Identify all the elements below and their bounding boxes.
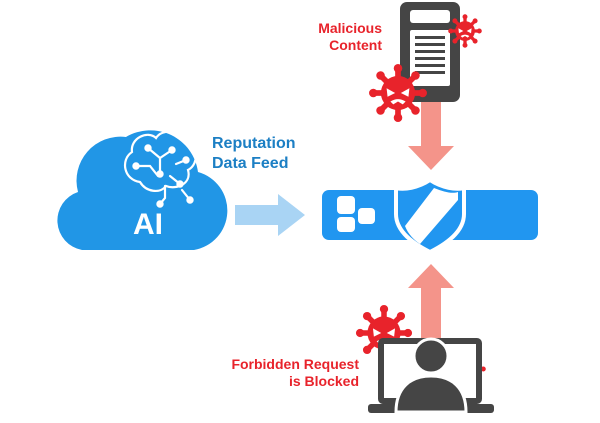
malicious-line-1: Malicious	[318, 20, 382, 36]
forbidden-line-1: Forbidden Request	[231, 356, 359, 372]
malicious-line-2: Content	[329, 37, 382, 54]
brain-circuit-icon	[123, 130, 197, 208]
forbidden-line-2: is Blocked	[288, 373, 359, 390]
virus-icon	[369, 64, 427, 122]
malicious-content-label: Malicious Content	[262, 20, 382, 54]
reputation-line-1: Reputation	[212, 135, 296, 152]
shield-icon	[394, 177, 466, 255]
forbidden-request-arrow	[408, 264, 454, 342]
ai-label: AI	[133, 208, 163, 241]
reputation-line-2: Data Feed	[212, 154, 289, 172]
reputation-feed-arrow	[235, 194, 305, 236]
virus-icon	[448, 14, 482, 48]
forbidden-request-label: Forbidden Request is Blocked	[180, 356, 359, 390]
reputation-feed-label: Reputation Data Feed	[212, 134, 332, 173]
user-icon	[394, 337, 468, 414]
incoming-content-arrow	[408, 98, 454, 170]
